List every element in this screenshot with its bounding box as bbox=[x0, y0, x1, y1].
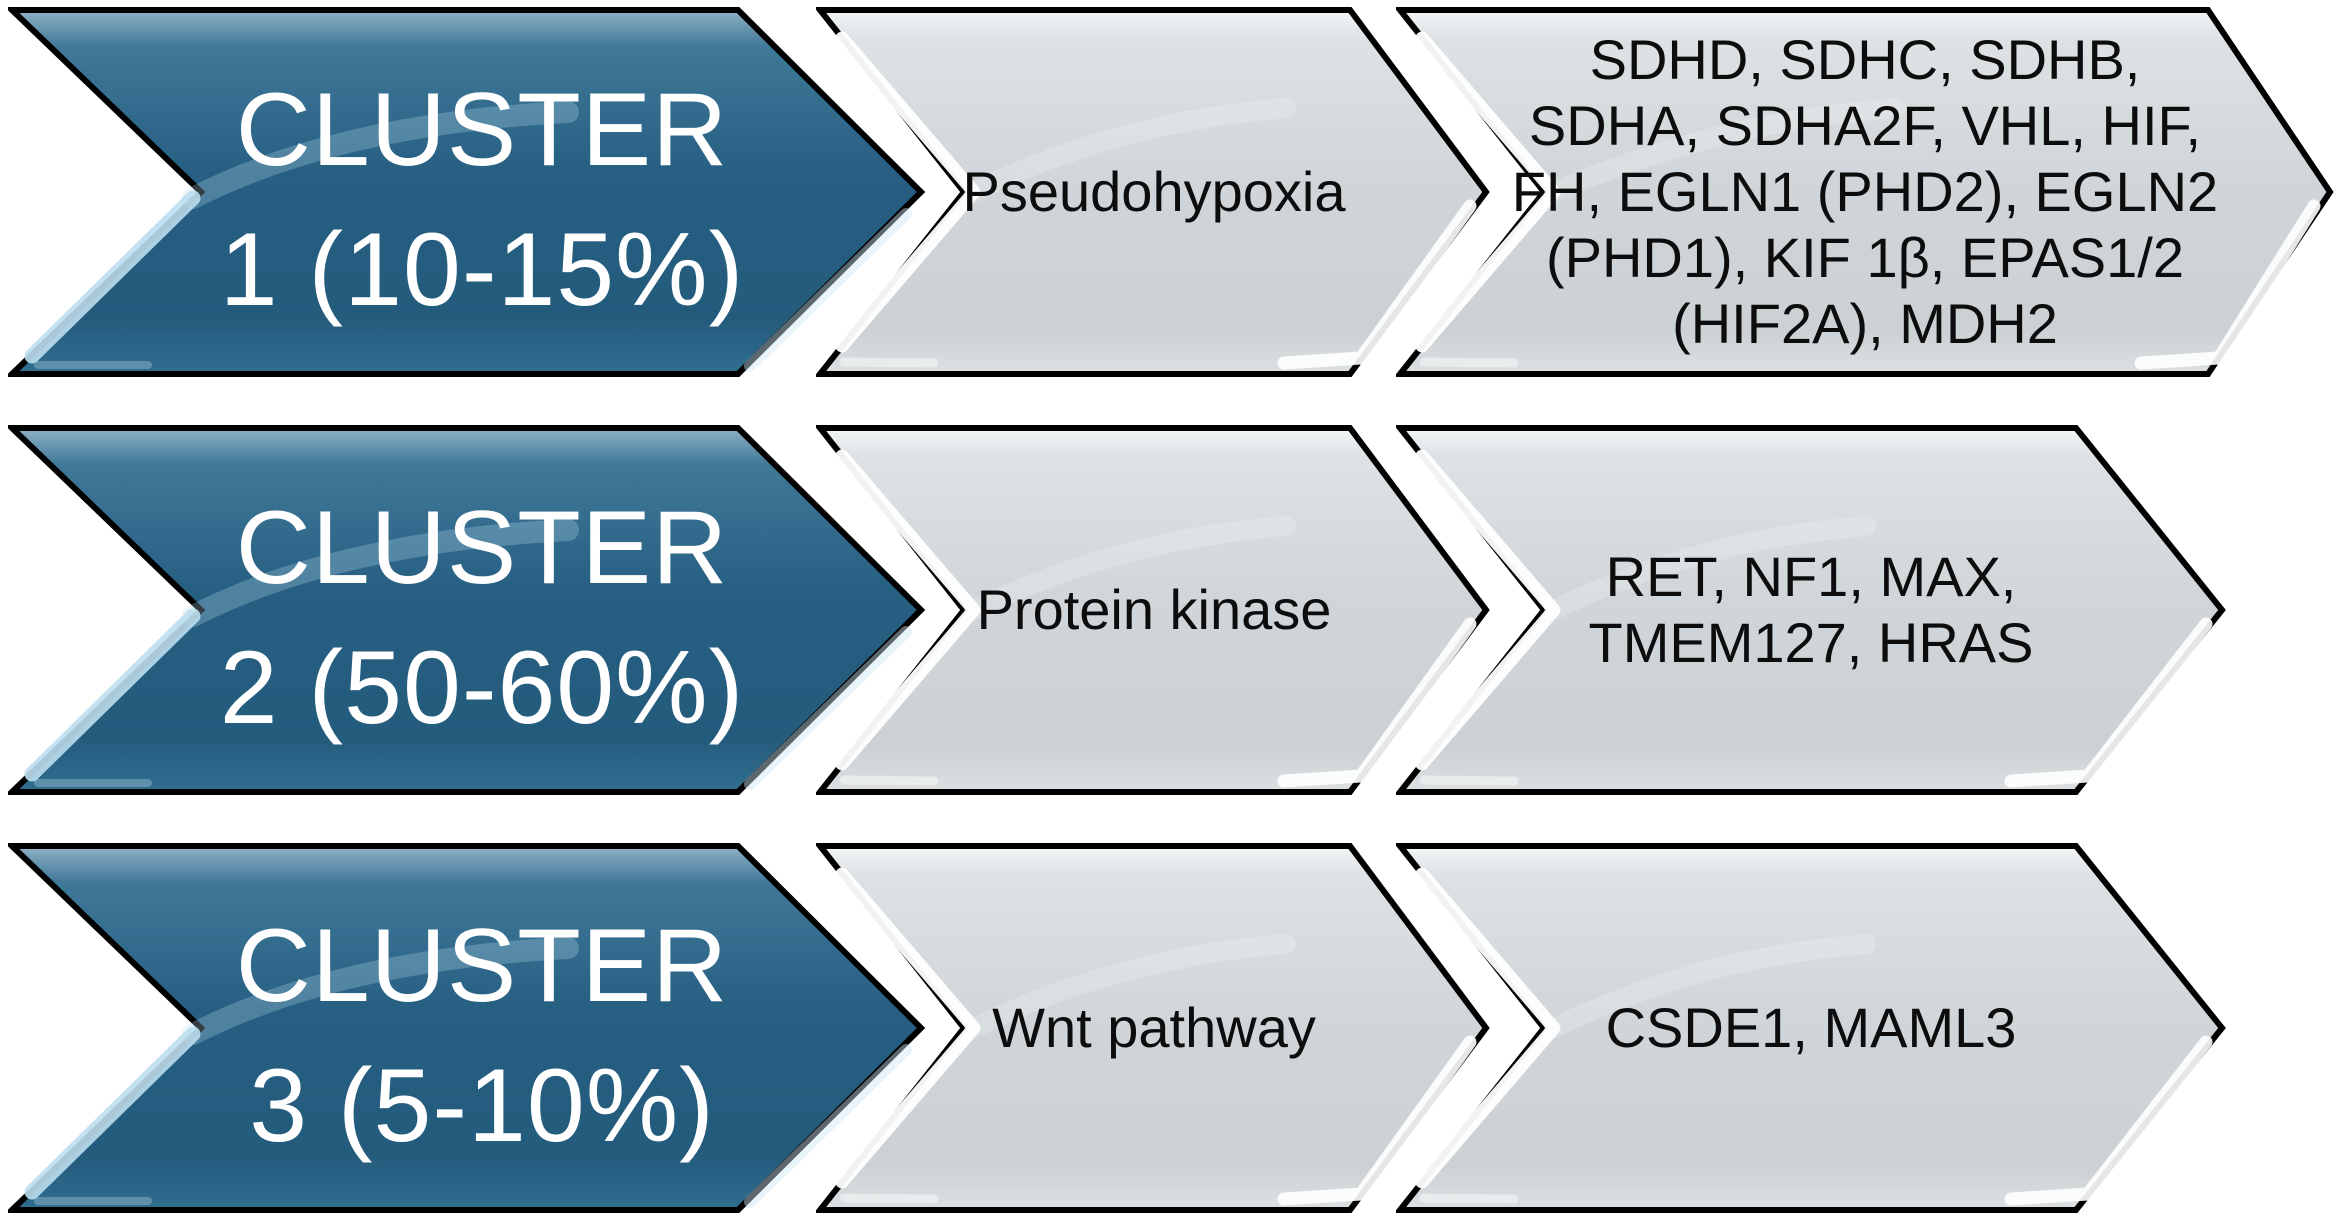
pathway-1-label: Pseudohypoxia bbox=[816, 6, 1492, 378]
pathway-1-chevron: Pseudohypoxia bbox=[816, 6, 1492, 378]
bevel-highlight bbox=[24, 1026, 201, 1200]
bevel-highlight bbox=[835, 31, 981, 353]
cluster-3-label: CLUSTER 3 (5-10%) bbox=[8, 842, 928, 1214]
chevron-arrow-shape bbox=[1396, 7, 2334, 377]
pathway-3-text: Wnt pathway bbox=[992, 995, 1316, 1059]
bevel-highlight bbox=[744, 208, 912, 372]
cluster-2-label: CLUSTER 2 (50-60%) bbox=[8, 424, 928, 796]
cluster-2-label-line2: 2 (50-60%) bbox=[219, 630, 745, 746]
bevel-highlight bbox=[1419, 775, 1519, 786]
bevel-highlight bbox=[2004, 1035, 2213, 1206]
bevel-highlight bbox=[24, 190, 201, 364]
genes-1-label: SDHD, SDHC, SDHB, SDHA, SDHA2F, VHL, HIF… bbox=[1396, 6, 2334, 378]
pathway-2-label: Protein kinase bbox=[816, 424, 1492, 796]
cluster-3-chevron: CLUSTER 3 (5-10%) bbox=[8, 842, 928, 1214]
bevel-highlight bbox=[964, 516, 1296, 620]
cluster-3-label-line2: 3 (5-10%) bbox=[249, 1048, 715, 1164]
cluster-1-label: CLUSTER 1 (10-15%) bbox=[8, 6, 928, 378]
bevel-highlight bbox=[964, 98, 1296, 202]
cluster-2-chevron: CLUSTER 2 (50-60%) bbox=[8, 424, 928, 796]
bevel-highlight bbox=[839, 1193, 939, 1204]
bevel-highlight bbox=[1544, 516, 1876, 620]
genes-1-chevron: SDHD, SDHC, SDHB, SDHA, SDHA2F, VHL, HIF… bbox=[1396, 6, 2334, 378]
bevel-highlight bbox=[1415, 449, 1561, 771]
pathway-1-text: Pseudohypoxia bbox=[962, 159, 1346, 223]
bevel-highlight bbox=[182, 101, 579, 209]
genes-3-text: CSDE1, MAML3 bbox=[1605, 995, 2017, 1059]
chevron-arrow-shape bbox=[816, 425, 1490, 795]
pathway-2-chevron: Protein kinase bbox=[816, 424, 1492, 796]
genes-1-text: SDHD, SDHC, SDHB, SDHA, SDHA2F, VHL, HIF… bbox=[1511, 27, 2219, 356]
bevel-highlight bbox=[1544, 98, 1906, 202]
bevel-highlight bbox=[964, 934, 1296, 1038]
bevel-highlight bbox=[835, 867, 981, 1189]
cluster-1-chevron: CLUSTER 1 (10-15%) bbox=[8, 6, 928, 378]
cluster-1-label-line1: CLUSTER bbox=[235, 71, 729, 188]
bevel-highlight bbox=[1277, 617, 1477, 788]
bevel-highlight bbox=[1419, 357, 1519, 368]
bevel-highlight bbox=[1277, 199, 1477, 370]
cluster-row-3: CLUSTER 3 (5-10%) Wnt pathway bbox=[0, 842, 2341, 1214]
bevel-highlight bbox=[744, 626, 912, 790]
bevel-highlight bbox=[182, 519, 579, 627]
pathway-3-chevron: Wnt pathway bbox=[816, 842, 1492, 1214]
cluster-3-label-line1: CLUSTER bbox=[235, 907, 729, 1024]
bevel-highlight bbox=[839, 775, 939, 786]
bevel-highlight bbox=[2134, 199, 2321, 370]
bevel-highlight bbox=[1277, 1035, 1477, 1206]
pathway-2-text: Protein kinase bbox=[976, 577, 1332, 641]
bevel-highlight bbox=[182, 937, 579, 1045]
genes-3-label: CSDE1, MAML3 bbox=[1396, 842, 2226, 1214]
cluster-2-label-line1: CLUSTER bbox=[235, 489, 729, 606]
bevel-highlight bbox=[1419, 1193, 1519, 1204]
bevel-highlight bbox=[835, 449, 981, 771]
cluster-row-1: CLUSTER 1 (10-15%) Pseudohypoxia bbox=[0, 6, 2341, 378]
chevron-arrow-shape bbox=[8, 843, 926, 1213]
cluster-row-2: CLUSTER 2 (50-60%) Protein kinase bbox=[0, 424, 2341, 796]
chevron-arrow-shape bbox=[1396, 843, 2226, 1213]
chevron-arrow-shape bbox=[1396, 425, 2226, 795]
cluster-1-label-line2: 1 (10-15%) bbox=[219, 212, 745, 328]
genes-2-text: RET, NF1, MAX, TMEM127, HRAS bbox=[1588, 544, 2034, 674]
bevel-highlight bbox=[1415, 31, 1561, 353]
bevel-highlight bbox=[1415, 867, 1561, 1189]
bevel-highlight bbox=[2004, 617, 2213, 788]
bevel-highlight bbox=[1544, 934, 1876, 1038]
genes-2-chevron: RET, NF1, MAX, TMEM127, HRAS bbox=[1396, 424, 2226, 796]
bevel-highlight bbox=[24, 608, 201, 782]
chevron-arrow-shape bbox=[8, 425, 926, 795]
chevron-arrow-shape bbox=[8, 7, 926, 377]
pathway-3-label: Wnt pathway bbox=[816, 842, 1492, 1214]
bevel-highlight bbox=[744, 1044, 912, 1208]
bevel-highlight bbox=[839, 357, 939, 368]
genes-3-chevron: CSDE1, MAML3 bbox=[1396, 842, 2226, 1214]
chevron-arrow-shape bbox=[816, 7, 1490, 377]
genes-2-label: RET, NF1, MAX, TMEM127, HRAS bbox=[1396, 424, 2226, 796]
chevron-arrow-shape bbox=[816, 843, 1490, 1213]
